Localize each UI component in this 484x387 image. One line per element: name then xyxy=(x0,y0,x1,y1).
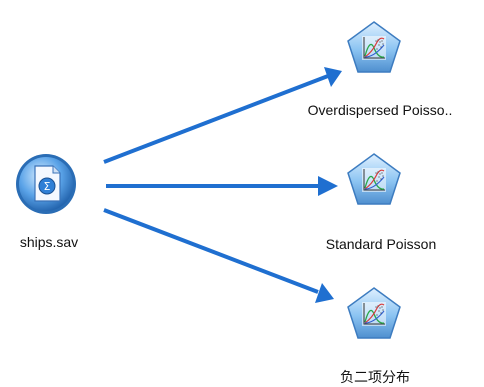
source-node-ships-sav[interactable]: Σ xyxy=(16,154,76,214)
model-node-standard-poisson[interactable] xyxy=(347,153,401,205)
model-nugget-icon xyxy=(362,168,386,192)
model-node-negative-binomial[interactable] xyxy=(347,287,401,339)
source-node-label: ships.sav xyxy=(19,234,79,250)
connection-to-negative-binomial[interactable] xyxy=(103,208,334,303)
svg-text:Σ: Σ xyxy=(44,180,51,193)
model-node-label-overdispersed-poisson: Overdispersed Poisso.. xyxy=(307,102,453,118)
model-node-overdispersed-poisson[interactable] xyxy=(347,21,401,73)
model-nugget-icon xyxy=(362,302,386,326)
model-node-label-standard-poisson: Standard Poisson xyxy=(325,236,437,252)
model-node-label-negative-binomial: 负二项分布 xyxy=(340,369,410,385)
connection-to-overdispersed-poisson[interactable] xyxy=(103,67,342,164)
model-nugget-icon xyxy=(362,36,386,60)
connection-to-standard-poisson[interactable] xyxy=(106,176,338,196)
database-file-icon: Σ xyxy=(34,165,61,202)
